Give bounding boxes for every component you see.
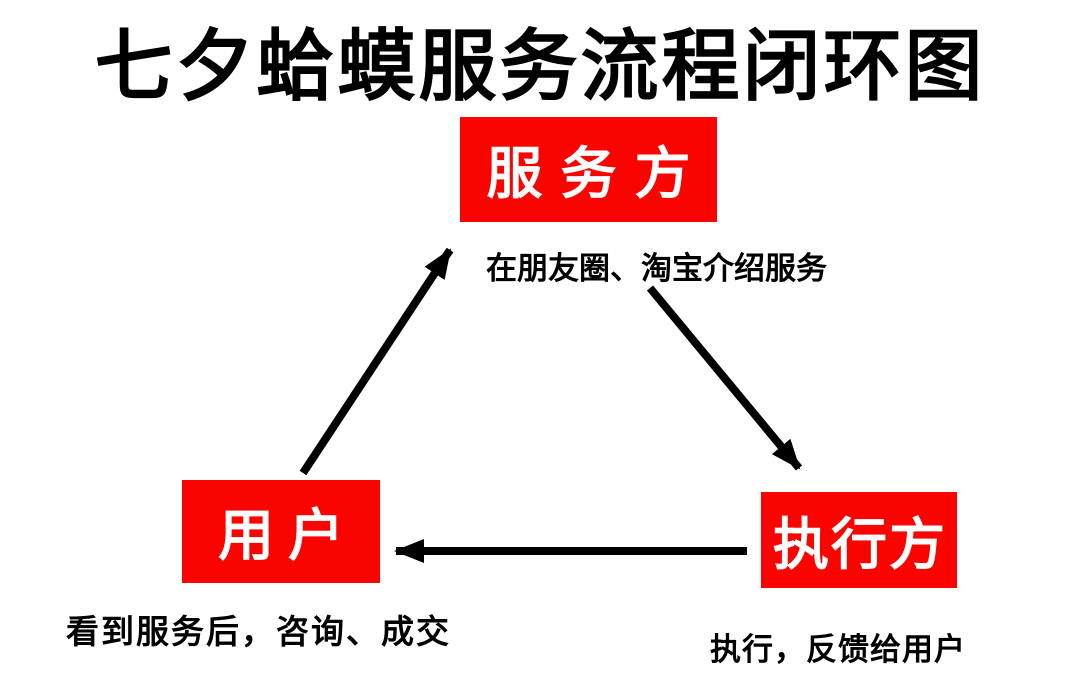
node-user: 用户	[182, 480, 380, 583]
caption-user: 看到服务后，咨询、成交	[66, 613, 451, 650]
arrow-service-to-executor	[646, 285, 803, 471]
diagram-title: 七夕蛤蟆服务流程闭环图	[94, 22, 986, 110]
node-service-provider: 服务方	[460, 117, 717, 222]
arrow-user-to-service	[299, 247, 454, 476]
caption-executor: 执行，反馈给用户	[710, 632, 966, 667]
node-executor: 执行方	[761, 492, 957, 588]
caption-service-provider: 在朋友圈、淘宝介绍服务	[486, 251, 827, 286]
